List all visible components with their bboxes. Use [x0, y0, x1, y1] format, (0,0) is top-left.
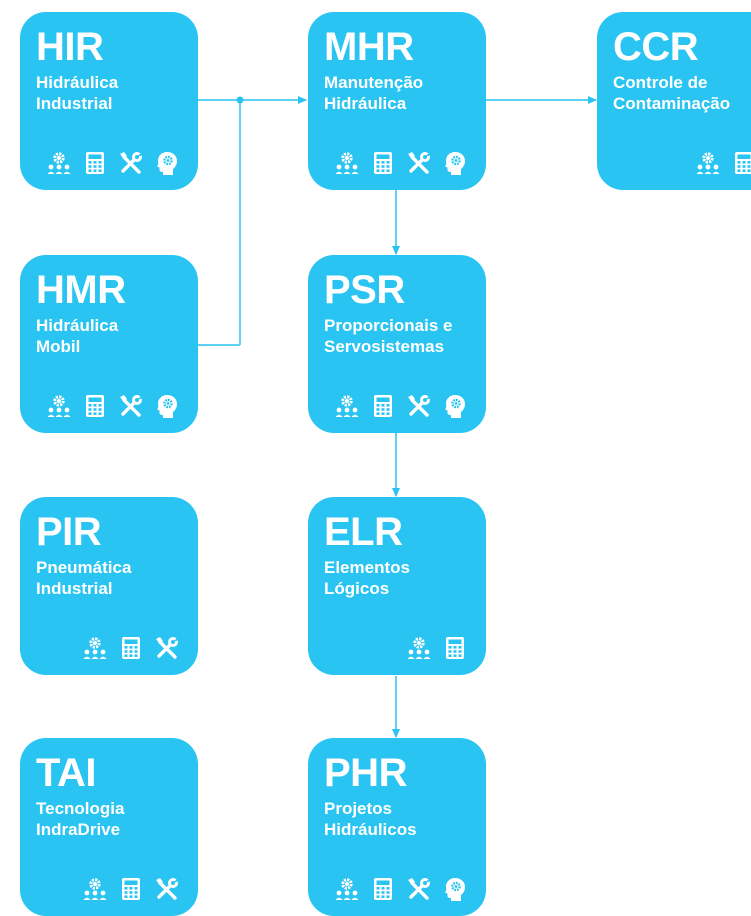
course-name: Hidráulica Mobil	[36, 316, 119, 356]
course-code: HMR	[36, 268, 126, 312]
course-name: Hidráulica Industrial	[36, 73, 119, 113]
course-card-elr[interactable]: ELR Elementos Lógicos	[308, 497, 486, 675]
calculator-icon	[370, 393, 396, 419]
training-icon	[82, 635, 108, 661]
course-code: PHR	[324, 751, 407, 795]
course-name: Proporcionais e Servosistemas	[324, 316, 453, 356]
calculator-icon	[118, 876, 144, 902]
training-icon	[46, 393, 72, 419]
course-icons	[334, 876, 468, 902]
calculator-icon	[370, 150, 396, 176]
tools-icon	[118, 393, 144, 419]
course-card-ccr[interactable]: CCR Controle de Contaminação	[597, 12, 751, 190]
course-icons	[82, 635, 180, 661]
calculator-icon	[731, 150, 751, 176]
training-icon	[334, 876, 360, 902]
course-card-phr[interactable]: PHR Projetos Hidráulicos	[308, 738, 486, 916]
course-card-hmr[interactable]: HMR Hidráulica Mobil	[20, 255, 198, 433]
course-icons	[334, 150, 468, 176]
calculator-icon	[82, 150, 108, 176]
course-name: Tecnologia IndraDrive	[36, 799, 125, 839]
training-icon	[82, 876, 108, 902]
calculator-icon	[370, 876, 396, 902]
course-name: Controle de Contaminação	[613, 73, 731, 113]
course-code: CCR	[613, 25, 699, 69]
course-code: PIR	[36, 510, 102, 554]
calculator-icon	[442, 635, 468, 661]
course-name: Pneumática Industrial	[36, 558, 132, 598]
course-name: Projetos Hidráulicos	[324, 799, 417, 839]
course-code: MHR	[324, 25, 414, 69]
brain-icon	[442, 393, 468, 419]
brain-icon	[154, 393, 180, 419]
brain-icon	[442, 150, 468, 176]
course-icons	[82, 876, 180, 902]
tools-icon	[406, 393, 432, 419]
training-icon	[406, 635, 432, 661]
tools-icon	[406, 876, 432, 902]
course-icons	[695, 150, 751, 176]
course-code: HIR	[36, 25, 104, 69]
training-icon	[334, 393, 360, 419]
course-card-mhr[interactable]: MHR Manutenção Hidráulica	[308, 12, 486, 190]
training-icon	[46, 150, 72, 176]
course-card-hir[interactable]: HIR Hidráulica Industrial	[20, 12, 198, 190]
course-icons	[406, 635, 468, 661]
training-icon	[695, 150, 721, 176]
course-icons	[46, 150, 180, 176]
tools-icon	[406, 150, 432, 176]
junction-dot	[236, 96, 244, 104]
tools-icon	[154, 876, 180, 902]
course-name: Elementos Lógicos	[324, 558, 410, 598]
course-card-tai[interactable]: TAI Tecnologia IndraDrive	[20, 738, 198, 916]
brain-icon	[442, 876, 468, 902]
tools-icon	[154, 635, 180, 661]
course-code: PSR	[324, 268, 405, 312]
course-icons	[46, 393, 180, 419]
tools-icon	[118, 150, 144, 176]
course-card-pir[interactable]: PIR Pneumática Industrial	[20, 497, 198, 675]
calculator-icon	[118, 635, 144, 661]
course-name: Manutenção Hidráulica	[324, 73, 424, 113]
course-code: ELR	[324, 510, 403, 554]
course-card-psr[interactable]: PSR Proporcionais e Servosistemas	[308, 255, 486, 433]
training-icon	[334, 150, 360, 176]
calculator-icon	[82, 393, 108, 419]
course-code: TAI	[36, 751, 96, 795]
brain-icon	[154, 150, 180, 176]
course-icons	[334, 393, 468, 419]
